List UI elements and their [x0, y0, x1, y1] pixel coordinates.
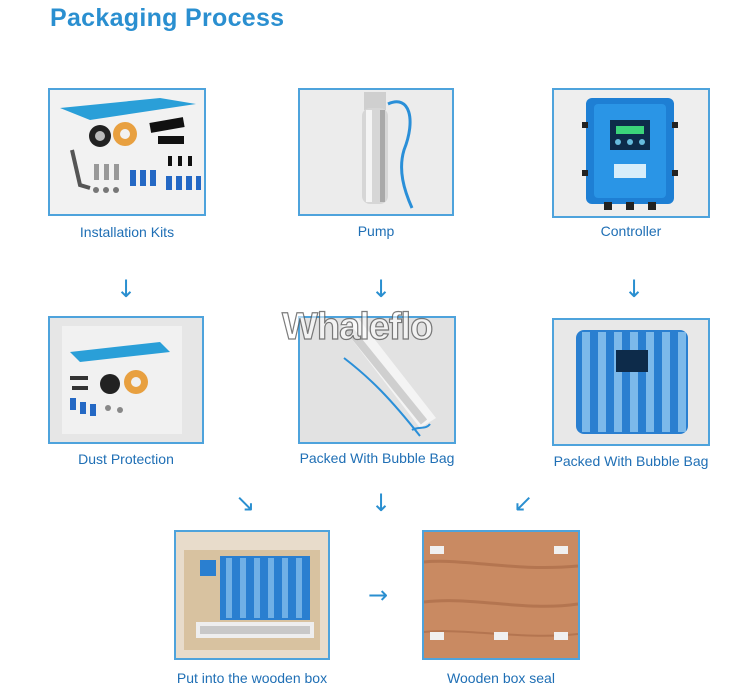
- arrow-down-2: ↓: [370, 275, 392, 303]
- photo-installation-kits: [48, 88, 206, 216]
- arrow-down-1: ↓: [115, 275, 137, 303]
- arrow-down-3: ↓: [623, 275, 645, 303]
- caption-controller: Controller: [600, 223, 662, 239]
- caption-controller-bubble-bag: Packed With Bubble Bag: [553, 453, 709, 469]
- photo-controller: [552, 88, 710, 218]
- arrow-down-right: ↘: [234, 489, 256, 517]
- photo-controller-bubble-bag: [552, 318, 710, 446]
- arrow-down-left: ↙: [512, 489, 534, 517]
- photo-pump: [298, 88, 454, 216]
- caption-pump-bubble-bag: Packed With Bubble Bag: [299, 450, 455, 466]
- page-title: Packaging Process: [50, 4, 285, 32]
- caption-dust-protection: Dust Protection: [78, 451, 174, 467]
- caption-installation-kits: Installation Kits: [79, 224, 175, 240]
- caption-pump: Pump: [357, 223, 395, 239]
- photo-wooden-box-open: [174, 530, 330, 660]
- photo-pump-bubble-bag: [298, 316, 456, 444]
- caption-put-into-box: Put into the wooden box: [176, 670, 328, 686]
- arrow-right: →: [367, 581, 389, 609]
- caption-box-seal: Wooden box seal: [447, 670, 555, 686]
- arrow-down-4: ↓: [370, 489, 392, 517]
- photo-dust-protection: [48, 316, 204, 444]
- photo-wooden-box-sealed: [422, 530, 580, 660]
- watermark-logo: Whaleflo: [281, 305, 434, 348]
